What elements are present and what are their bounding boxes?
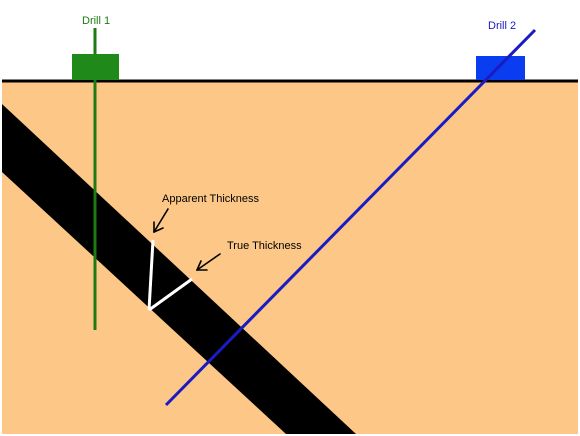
true-thickness-label: True Thickness (227, 240, 302, 252)
drill2-rig (476, 56, 525, 80)
apparent-thickness-arrow (153, 208, 169, 233)
drill1-rig (72, 54, 119, 80)
drill2-label: Drill 2 (488, 20, 516, 32)
true-thickness-line (148, 277, 193, 312)
apparent-thickness-label: Apparent Thickness (162, 193, 260, 205)
ore-layer (2, 104, 356, 434)
apparent-thickness-line (147, 239, 155, 311)
drill2-hole (164, 28, 537, 407)
true-thickness-arrow (196, 253, 221, 271)
drill1-label: Drill 1 (82, 15, 110, 27)
